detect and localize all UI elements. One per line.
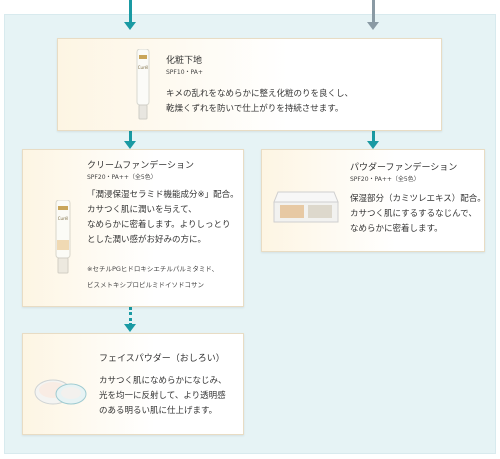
- powder-spf: SPF20・PA++（全5色）: [350, 176, 420, 183]
- card-cream-foundation[interactable]: Curél クリームファンデーション SPF20・PA++（全5色） 「潤浸保湿…: [22, 149, 244, 307]
- connector-top-left: [129, 0, 132, 24]
- cream-spf: SPF20・PA++（全5色）: [87, 174, 157, 181]
- cream-foundation-tube-image: Curél: [55, 200, 71, 274]
- connector-cream-to-face: [129, 307, 132, 326]
- cream-title: クリームファンデーション: [87, 161, 195, 171]
- base-desc-line-2: 乾燥くずれを防いで仕上がりを持続させます。: [166, 104, 344, 114]
- cream-desc-line-4: とした潤い感がお好みの方に。: [87, 235, 207, 245]
- powder-compact-image: [273, 191, 339, 223]
- cream-note-line-2: ビスメトキシプロピルミドイソドコサン: [87, 281, 204, 289]
- product-logo-text: Curél: [58, 216, 68, 221]
- face-powder-compact-image: [34, 379, 87, 405]
- card-makeup-base[interactable]: Curél 化粧下地 SPF10・PA+ キメの乱れをなめらかに整え化粧のりを良…: [57, 38, 442, 131]
- base-title: 化粧下地: [166, 56, 203, 66]
- powder-desc-line-1: 保湿部分（カミツレエキス）配合。: [350, 194, 486, 204]
- powder-title: パウダーファンデーション: [350, 163, 458, 173]
- face-desc-line-3: のある明るい肌に仕上げます。: [99, 406, 218, 416]
- makeup-base-tube-image: Curél: [136, 49, 150, 120]
- face-desc-line-1: カサつく肌になめらかになじみ、: [99, 376, 227, 386]
- arrow-down-icon: [124, 141, 136, 149]
- powder-desc-line-2: カサつく肌にするするなじんで、: [350, 209, 477, 219]
- base-spf: SPF10・PA+: [166, 69, 203, 76]
- powder-desc-line-3: なめらかに密着します。: [350, 224, 443, 234]
- arrow-down-icon: [124, 22, 136, 30]
- connector-base-to-cream: [129, 131, 132, 143]
- arrow-down-icon: [124, 324, 136, 332]
- face-title: フェイスパウダー（おしろい）: [99, 354, 225, 364]
- face-desc-line-2: 光を均一に反射して、より透明感: [99, 391, 226, 401]
- arrow-down-icon: [367, 22, 379, 30]
- cream-desc-line-2: カサつく肌に潤いを与えて、: [87, 205, 197, 215]
- connector-base-to-powder: [372, 131, 375, 143]
- cream-note-line-1: ※セチルPGヒドロキシエチルパルミタミド、: [87, 265, 219, 273]
- arrow-down-icon: [367, 141, 379, 149]
- card-powder-foundation[interactable]: パウダーファンデーション SPF20・PA++（全5色） 保湿部分（カミツレエキ…: [261, 149, 486, 252]
- cream-desc-line-3: なめらかに密着します。よりしっとり: [87, 220, 231, 230]
- connector-top-right: [372, 0, 375, 24]
- product-logo-text: Curél: [138, 65, 148, 70]
- base-desc-line-1: キメの乱れをなめらかに整え化粧のりを良くし、: [166, 89, 354, 99]
- card-face-powder[interactable]: フェイスパウダー（おしろい） カサつく肌になめらかになじみ、 光を均一に反射して…: [22, 333, 244, 435]
- cream-desc-line-1: 「潤浸保湿セラミド機能成分※」配合。: [87, 190, 239, 200]
